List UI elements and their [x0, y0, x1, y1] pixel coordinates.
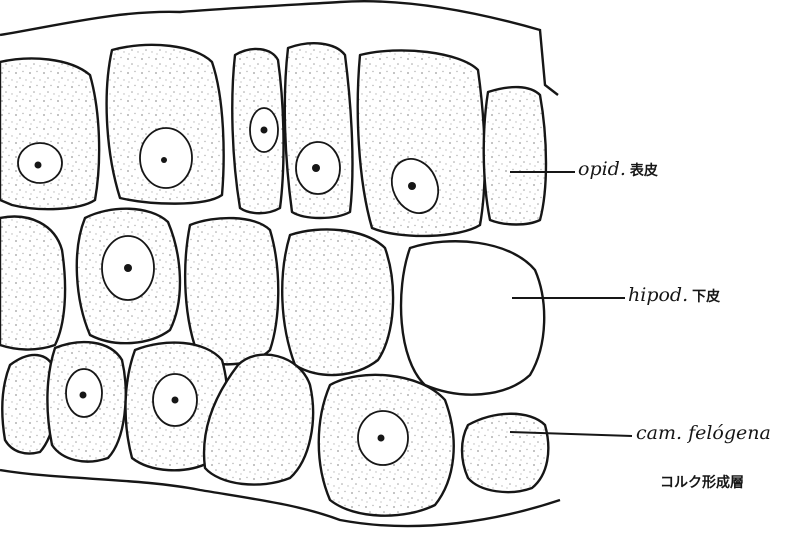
cell-nucleus — [153, 374, 197, 426]
epidermis-cell — [0, 58, 99, 209]
label-epid-latin: opid. — [578, 158, 626, 180]
phellogen-cell — [462, 414, 548, 492]
cell-nucleus — [358, 411, 408, 465]
label-cam-japanese: コルク形成層 — [660, 472, 744, 492]
label-epid: opid.表皮 — [578, 160, 658, 179]
hypodermis-cell-clear — [401, 241, 544, 394]
cell-nucleus — [102, 236, 154, 300]
hypodermis-cell — [282, 229, 393, 375]
label-hipod: hipod.下皮 — [628, 286, 720, 305]
label-cam-latin: cam. felógena — [636, 422, 771, 444]
cell-nucleus — [296, 142, 340, 194]
epidermis-cell — [484, 87, 546, 224]
label-hipod-latin: hipod. — [628, 284, 688, 306]
cell-nucleus — [250, 108, 278, 152]
cell-nucleus — [18, 143, 62, 183]
label-cam: cam. felógena — [636, 424, 771, 443]
cell-nucleus — [140, 128, 192, 188]
cell-nucleus — [66, 369, 102, 417]
hypodermis-cell — [0, 217, 65, 350]
hypodermis-cell — [185, 218, 278, 364]
label-hipod-japanese: 下皮 — [692, 289, 720, 305]
label-epid-japanese: 表皮 — [630, 163, 658, 179]
